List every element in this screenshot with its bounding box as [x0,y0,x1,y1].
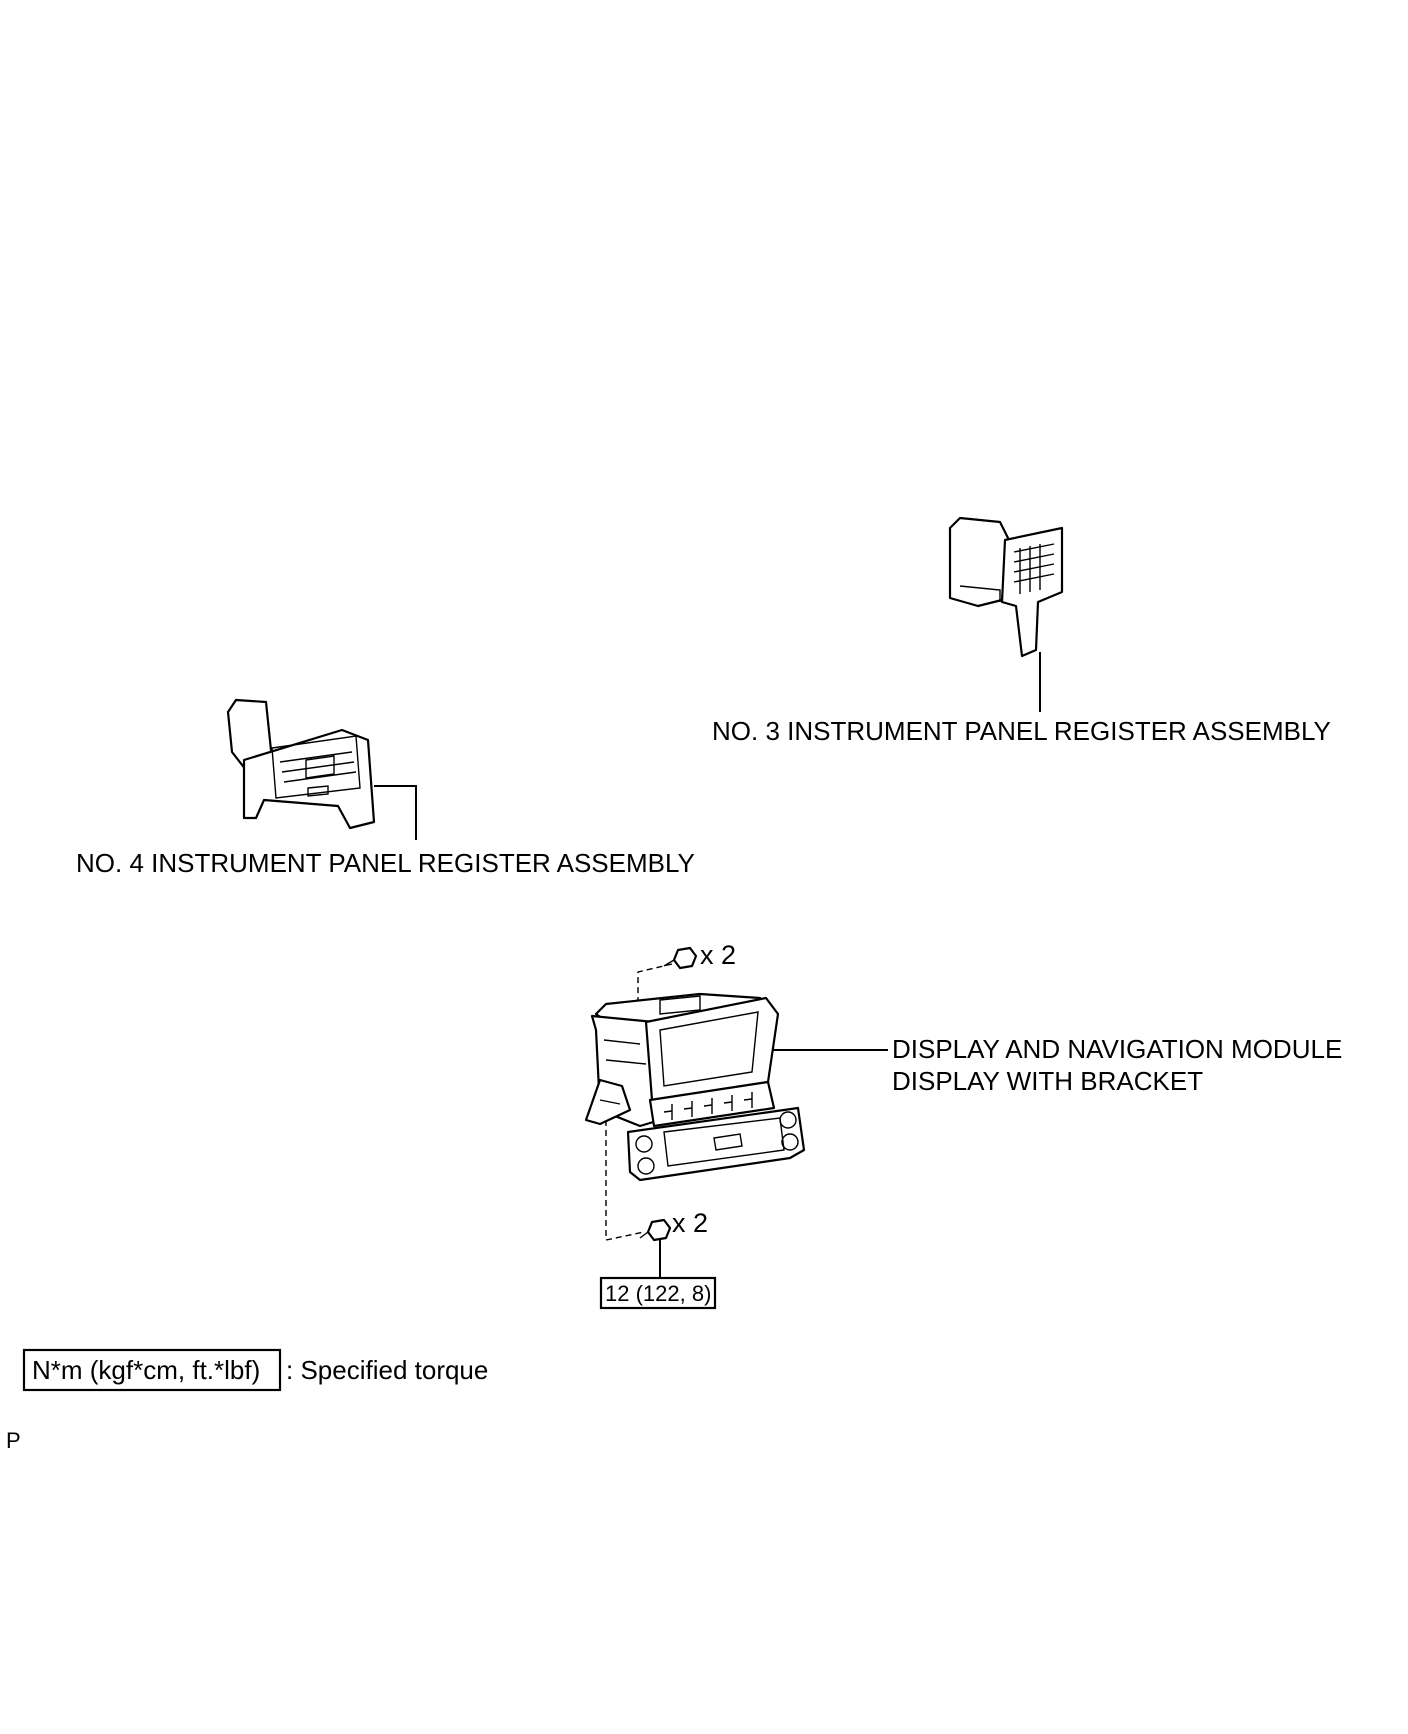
lower-bolt-quantity: x 2 [672,1208,708,1238]
display-label-line1: DISPLAY AND NAVIGATION MODULE [892,1034,1342,1064]
upper-bolt-quantity: x 2 [700,940,736,970]
no4-register-drawing [226,698,376,830]
corner-code: P [6,1428,21,1453]
legend-unit-box [22,1348,282,1392]
torque-box [599,1276,717,1310]
no3-register-label: NO. 3 INSTRUMENT PANEL REGISTER ASSEMBLY [712,716,1331,746]
no3-register-drawing [948,516,1064,658]
torque-value: 12 (122, 8) [605,1281,711,1306]
lower-install-line [605,1080,645,1241]
no4-leader-line [374,785,417,840]
no4-register-label: NO. 4 INSTRUMENT PANEL REGISTER ASSEMBLY [76,848,695,878]
legend-unit: N*m (kgf*cm, ft.*lbf) [32,1355,260,1385]
display-module-drawing [584,992,806,1182]
lower-bolt-icon [639,1218,672,1242]
legend-description: : Specified torque [286,1355,488,1385]
upper-bolt-icon [663,946,698,970]
display-label-line2: DISPLAY WITH BRACKET [892,1066,1203,1096]
